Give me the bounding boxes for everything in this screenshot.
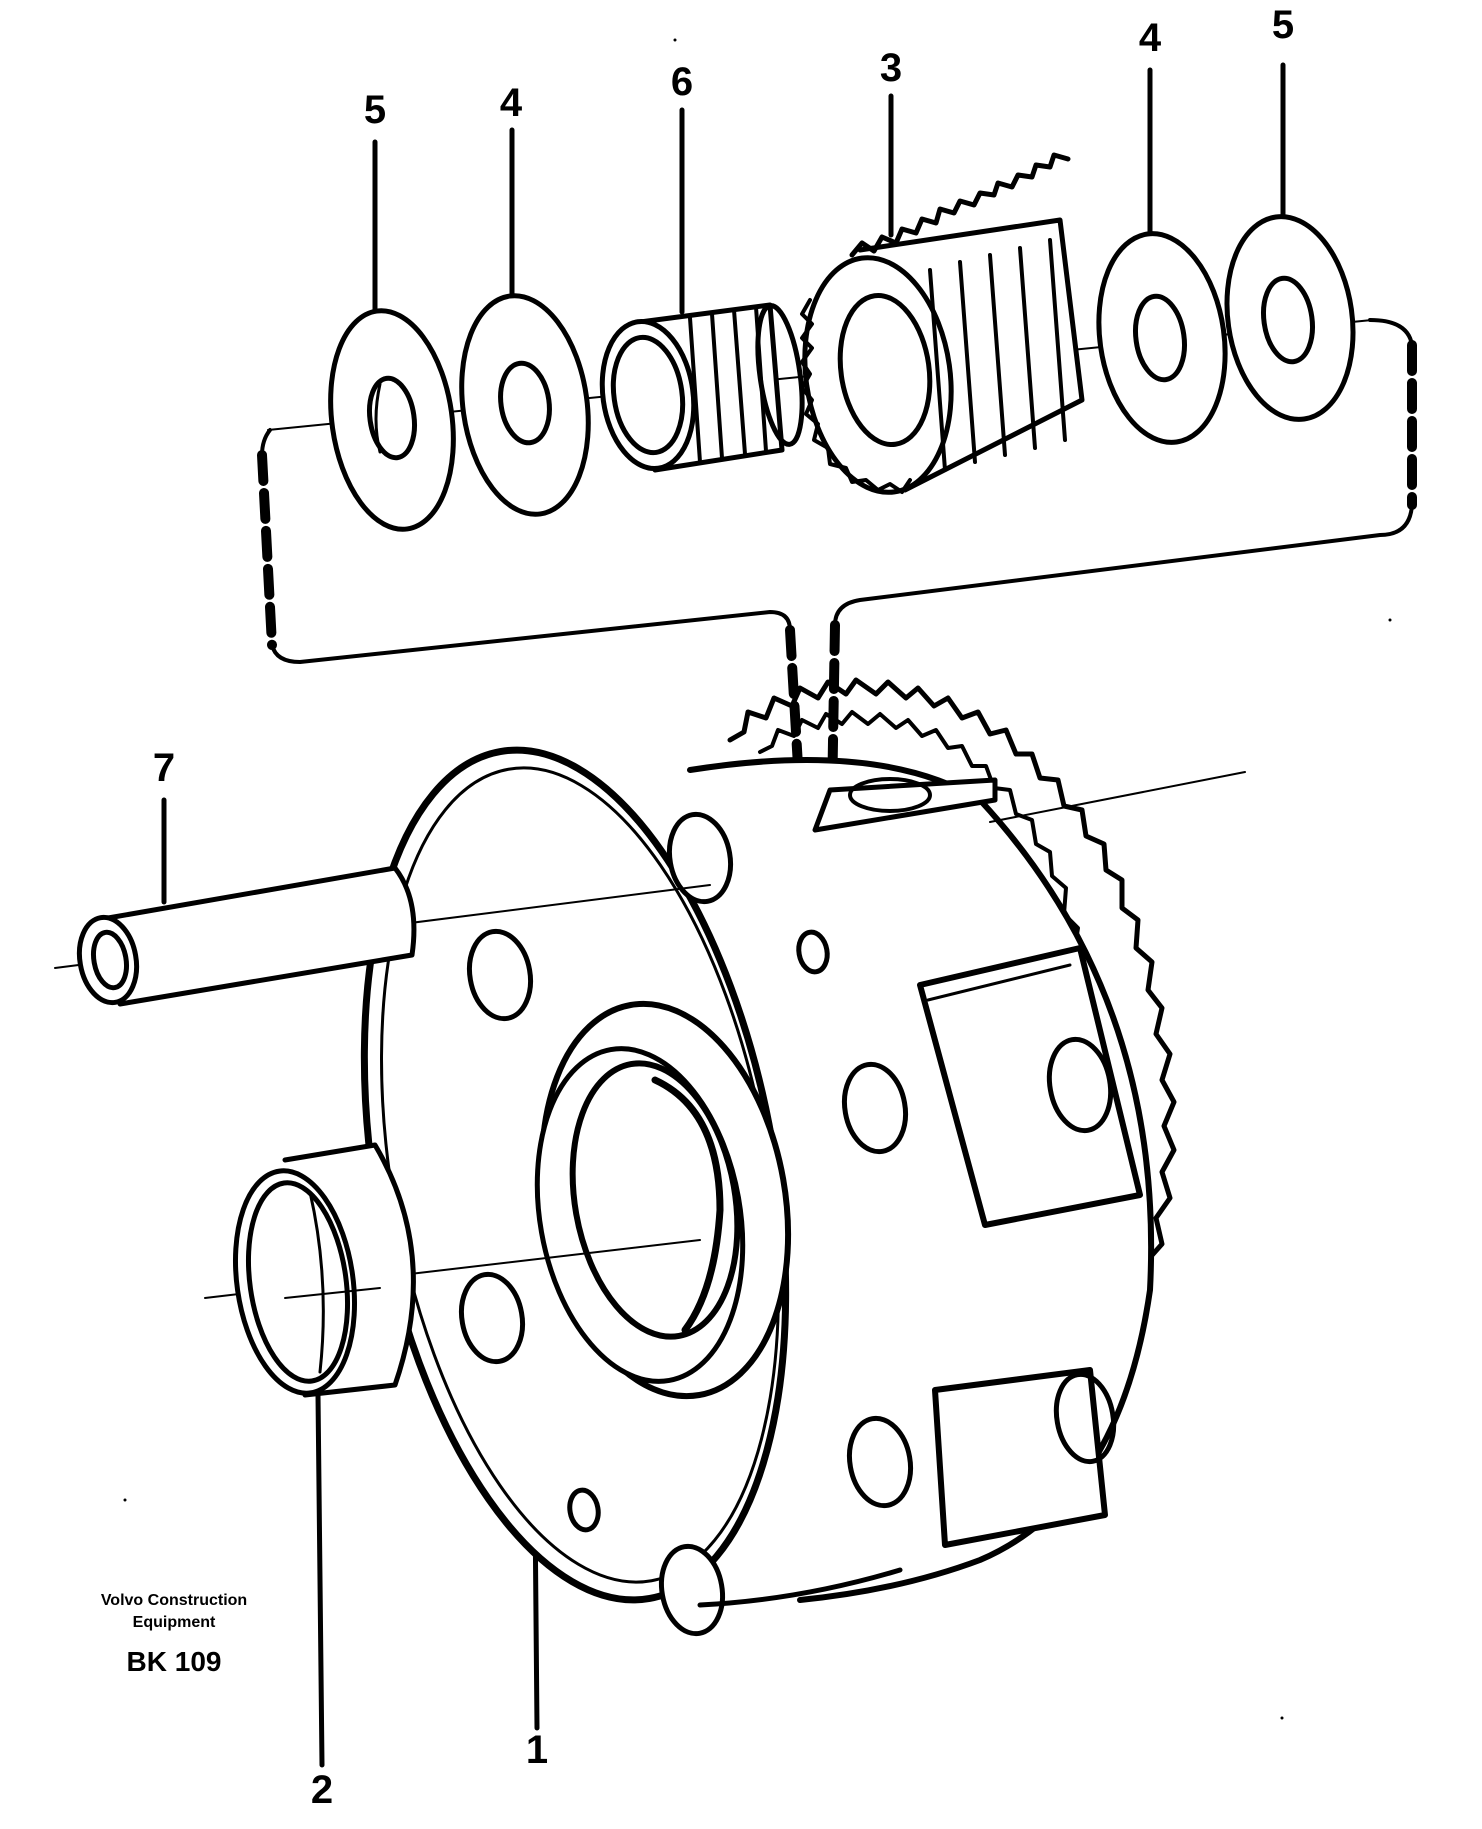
planet-carrier-with-ring-gear-icon [360,677,1177,1637]
callout-part-5-right: 5 [1271,3,1295,47]
callout-part-4-right: 4 [1138,16,1162,60]
planet-gear-icon [800,152,1085,495]
washer-icon [328,308,456,532]
callout-part-2: 2 [310,1768,334,1812]
callout-part-7: 7 [152,746,176,790]
brand-line-1: Volvo Construction [100,1592,248,1609]
needle-bearing-icon [599,302,805,473]
shaft-axis-line [989,771,1246,823]
bearing-ring-icon [232,1142,416,1398]
planet-shaft-icon [54,865,711,1007]
thrust-washer-icon [459,293,591,517]
callout-part-4-left: 4 [499,81,523,125]
thrust-washer-icon [1096,231,1228,445]
callout-part-5-left: 5 [363,88,387,132]
callout-part-1: 1 [525,1728,549,1772]
washer-icon [1224,214,1356,422]
callout-part-6: 6 [670,60,694,104]
callout-part-3: 3 [879,46,903,90]
leader-lines [161,62,1286,1768]
brand-line-2: Equipment [132,1614,216,1631]
brand-block: Volvo Construction Equipment BK 109 [101,1590,247,1678]
figure-code: BK 109 [126,1646,222,1677]
